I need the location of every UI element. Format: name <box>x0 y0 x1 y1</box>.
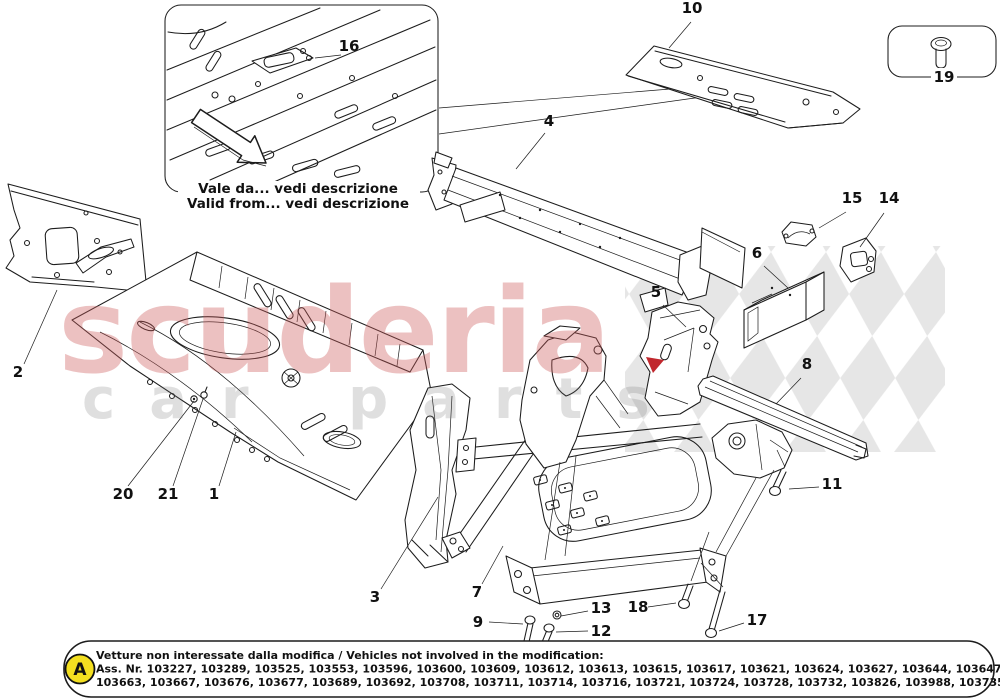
inset-caption-line2: Valid from... vedi descrizione <box>187 196 409 212</box>
callout-19: 19 <box>934 68 955 86</box>
callout-5: 5 <box>651 283 661 301</box>
fastener-21-bolt <box>200 386 208 399</box>
callout-10: 10 <box>682 0 703 17</box>
callout-8: 8 <box>802 355 812 373</box>
washer-13 <box>552 610 562 620</box>
callout-18: 18 <box>628 598 649 616</box>
footer-line1: Vetture non interessate dalla modifica /… <box>96 649 604 662</box>
footer-note-box: A Vetture non interessate dalla modifica… <box>63 640 1000 698</box>
part-16-bracket <box>251 47 314 74</box>
leader-lines <box>23 21 885 633</box>
inset-caption-line1: Vale da... vedi descrizione <box>198 181 398 197</box>
part-1-floor-pan <box>71 251 433 501</box>
callout-16: 16 <box>339 37 360 55</box>
part-10-floor-panel <box>625 45 861 129</box>
subframe-weld-plates <box>533 474 610 536</box>
fastener-19-box <box>887 25 997 82</box>
badge-letter: A <box>73 660 87 680</box>
footer-line2: Ass. Nr. 103227, 103289, 103525, 103553,… <box>96 663 1000 676</box>
modification-badge <box>64 653 96 685</box>
part-14-plate <box>839 237 877 283</box>
bolt-9 <box>523 615 536 643</box>
callout-1: 1 <box>209 485 219 503</box>
part-15-bracket <box>781 221 817 247</box>
callout-2: 2 <box>13 363 23 381</box>
part-8-reinforcement-beam <box>697 375 869 461</box>
callout-12: 12 <box>591 622 612 640</box>
red-highlight-mark <box>646 357 664 373</box>
bolt-17 <box>700 562 726 639</box>
footer-line3: 103663, 103667, 103676, 103677, 103689, … <box>96 676 1000 689</box>
bolt-18 <box>677 531 710 610</box>
callout-13: 13 <box>591 599 612 617</box>
callout-9: 9 <box>473 613 483 631</box>
inset-reference-lines <box>438 85 710 135</box>
callout-14: 14 <box>879 189 900 207</box>
part-3-bulkhead-panel <box>404 383 471 569</box>
callout-7: 7 <box>472 583 482 601</box>
bolt-11 <box>768 449 787 497</box>
part-2-side-panel <box>5 183 148 293</box>
screw-icon <box>930 36 952 69</box>
callout-15: 15 <box>842 189 863 207</box>
direction-arrow-icon <box>190 108 267 167</box>
callout-20: 20 <box>113 485 134 503</box>
callout-21: 21 <box>158 485 179 503</box>
callout-4: 4 <box>544 112 554 130</box>
callout-6: 6 <box>752 244 762 262</box>
part-4-crossmember <box>427 151 746 313</box>
part-6-box-section <box>743 271 825 349</box>
callout-11: 11 <box>822 475 843 493</box>
callouts: 1 2 3 4 5 6 7 8 9 10 11 12 13 14 15 16 1… <box>13 0 955 640</box>
part-7-rear-subframe <box>441 325 793 605</box>
inset-detail-box: Vale da... vedi descrizione Valid from..… <box>164 4 439 212</box>
fastener-20-nut <box>190 395 198 403</box>
callout-3: 3 <box>370 588 380 606</box>
callout-17: 17 <box>747 611 768 629</box>
